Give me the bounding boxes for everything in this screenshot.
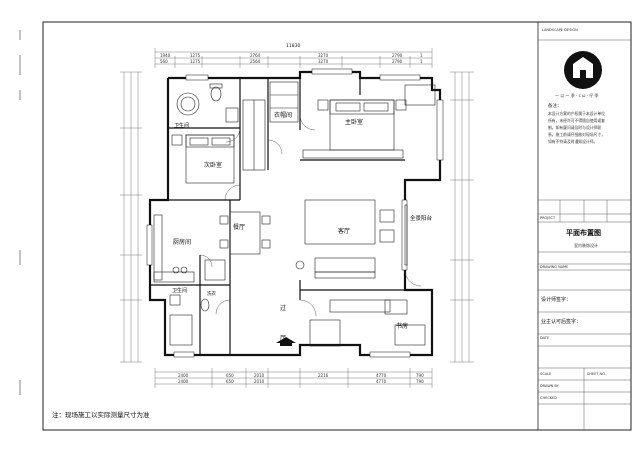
room-label-living: 客厅 [338,228,351,235]
top-dim-r1-5: 1 [420,53,423,58]
project-label: PROJECT [540,216,556,220]
bottom-dim-r1-1: 650 [226,373,234,378]
room-label-second-bedroom: 次卧室 [204,162,223,169]
room-label-kitchen: 厨房间 [173,239,192,246]
bottom-dim-r1-2: 2010 [254,373,265,378]
date-label: DATE [540,336,550,340]
sheet-border [42,21,632,431]
room-label-washer: 洗衣 [207,292,216,297]
designer-signature-label: 设计师签字： [541,297,572,303]
bottom-dim-r2-0: 2400 [178,379,189,384]
top-dim-r1-2: 2764 [250,53,261,58]
room-label-bathroom-1: 卫生间 [174,123,190,129]
bottom-dimension-lines [154,368,433,388]
notes-title: 备注： [548,104,562,109]
bottom-dim-r2-1: 650 [226,379,234,384]
top-dim-r2-4: 2790 [392,59,403,64]
room-label-bathroom-2: 卫生间 [172,288,188,294]
top-dim-r1-0: 1940 [160,53,171,58]
footnote-text: 注：现场施工以实际测量尺寸为准 [52,411,150,419]
bottom-dim-r2-4: 790 [416,379,424,384]
client-signature-label: 业主认可后签字： [541,319,582,325]
top-dim-r1-1: 1275 [190,53,201,58]
company-logo-icon [564,51,602,89]
logo-caption: 一 以 一 季 · c ω · 仔 季 [555,93,599,98]
checked-label: CHECKED [540,396,557,400]
interior-walls [150,78,405,355]
door-swings [199,114,422,317]
room-label-dining: 餐厅 [233,224,246,231]
furniture [153,81,436,347]
entrance-arrow-icon [276,337,296,346]
top-dim-r1-4: 2790 [392,53,403,58]
room-label-corridor: 过 [280,305,287,312]
room-label-study: 书房 [396,323,409,330]
drawn-by-label: DRAWN BY [540,384,559,388]
room-label-master-bedroom: 主卧室 [345,119,364,126]
top-dim-r2-5: 1 [420,59,423,64]
bottom-dim-r1-5: 790 [416,373,424,378]
total-width-dimension: 11830 [286,44,301,49]
notes-body: 本设计方案的产权属于本设计单位所有，未经许可不得擅自使用或复制。如有疑问请及时与… [548,111,605,144]
sheet-number-label: SHEET NO. [587,372,606,376]
right-dimension-lines [450,71,474,363]
bottom-dim-r1-4: 4770 [376,373,387,378]
room-label-corridor-2: 厅 [280,335,287,342]
top-dim-r2-0: 560 [160,59,168,64]
bottom-dim-r1-0: 2400 [178,373,189,378]
company-line: LANDSCAPE DESIGN [542,28,578,32]
bottom-dim-r2-3: 4770 [376,379,387,384]
drawing-subtitle: 室内装饰设计 [574,243,598,248]
scale-label: SCALE [540,372,552,376]
top-dimension-lines [154,48,433,68]
top-dim-r1-3: 3270 [318,53,329,58]
bottom-dim-r1-3: 2216 [318,373,329,378]
windows [146,68,444,358]
left-dimension-lines [120,71,142,363]
top-dim-r2-2: 2564 [250,59,261,64]
top-dim-r2-3: 3270 [318,59,329,64]
room-label-balcony: 全景阳台 [410,216,433,222]
title-block-grid [538,39,631,430]
exterior-walls [148,70,442,357]
drawing-title: 平面布置图 [566,229,601,237]
room-label-cloakroom: 衣帽间 [274,112,293,119]
bottom-dim-r2-2: 2010 [254,379,265,384]
top-dim-r2-1: 1275 [190,59,201,64]
drawing-name-label: DRAWING NAME [540,265,569,269]
